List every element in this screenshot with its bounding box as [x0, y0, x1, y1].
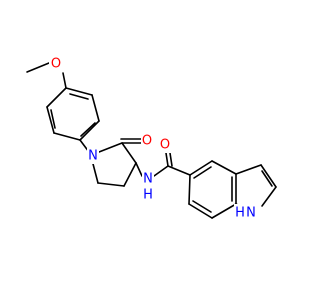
- bond: [46, 106, 55, 134]
- bond: [167, 165, 191, 176]
- bond: [50, 109, 56, 129]
- bond: [153, 165, 169, 177]
- bond: [123, 162, 137, 187]
- lactam-nitrogen-label: N: [88, 149, 98, 164]
- bond: [26, 62, 50, 73]
- bond: [261, 170, 273, 187]
- bond: [260, 164, 277, 188]
- bond: [62, 72, 67, 89]
- bond: [211, 160, 237, 175]
- bond: [169, 152, 173, 167]
- amide-nitrogen-hydrogen-label: H: [143, 188, 153, 203]
- bond: [46, 87, 67, 108]
- molecule-structure: O N O N H O H N: [26, 56, 277, 221]
- bond: [165, 152, 169, 167]
- atom-labels: O N O N H O H N: [49, 56, 258, 221]
- methoxy-oxygen-label: O: [51, 57, 61, 72]
- bond: [193, 166, 212, 179]
- lactam-oxygen-label: O: [142, 134, 152, 149]
- bond: [79, 120, 100, 141]
- bond: [80, 122, 96, 137]
- bond: [65, 87, 93, 96]
- bond: [69, 93, 89, 100]
- amide-oxygen-label: O: [160, 138, 170, 153]
- bond: [188, 203, 213, 219]
- bond: [53, 132, 81, 141]
- bond: [189, 160, 213, 176]
- bond: [188, 174, 191, 205]
- indole-nitrogen-label: N: [246, 206, 256, 221]
- bond: [97, 182, 125, 187]
- bond: [211, 203, 237, 219]
- bond: [235, 164, 262, 175]
- bond-lines: [26, 62, 277, 219]
- bond: [98, 142, 123, 153]
- amide-nitrogen-label: N: [143, 172, 153, 187]
- bond: [261, 186, 277, 207]
- bond: [135, 162, 143, 177]
- bond: [91, 94, 100, 122]
- bond: [192, 200, 212, 213]
- bond: [121, 142, 137, 164]
- indole-nitrogen-hydrogen-label: H: [235, 206, 245, 221]
